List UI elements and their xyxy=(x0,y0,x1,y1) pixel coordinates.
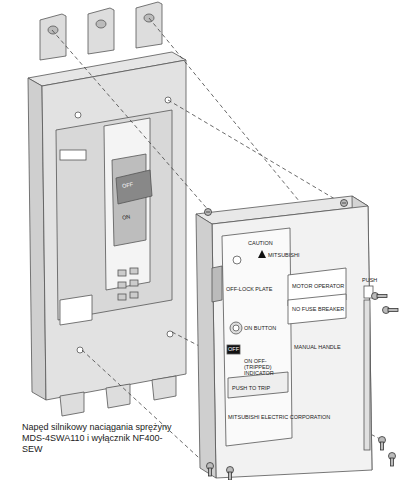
panel-label: MITSUBISHI xyxy=(268,252,299,258)
panel-label: CAUTION xyxy=(248,240,273,246)
breaker-terminals-bottom xyxy=(60,376,176,416)
panel-label: PUSH xyxy=(362,277,377,283)
panel-label: MANUAL HANDLE xyxy=(294,344,341,350)
panel-label: ON OFF-(TRIPPED) INDICATOR xyxy=(244,358,286,376)
motor-operator xyxy=(196,196,373,478)
panel-label: ON BUTTON xyxy=(244,325,276,331)
panel-label: PUSH TO TRIP xyxy=(232,385,270,391)
panel-label: OFF-LOCK PLATE xyxy=(226,286,272,292)
mounting-screws xyxy=(205,200,399,480)
figure-caption: Napęd silnikowy naciągania sprężyny MDS-… xyxy=(22,422,182,454)
panel-label: MOTOR OPERATOR xyxy=(292,283,342,289)
breaker-terminals-top xyxy=(40,2,162,60)
panel-label: MITSUBISHI ELECTRIC CORPORATION xyxy=(228,414,330,420)
circuit-breaker xyxy=(28,52,186,400)
panel-label: OFF xyxy=(228,346,239,352)
panel-label: NO FUSE BREAKER xyxy=(292,306,342,312)
